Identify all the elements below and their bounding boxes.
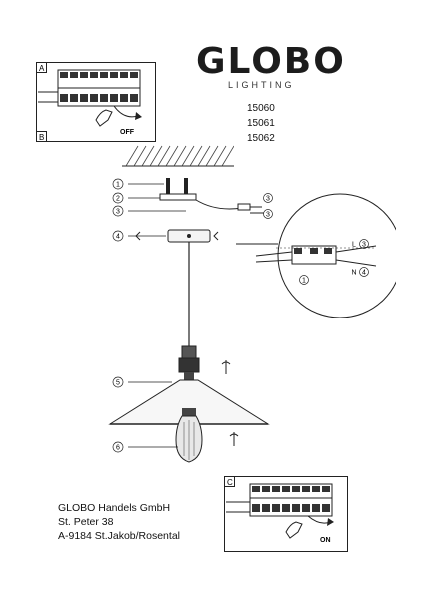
line-label: L [352,242,356,249]
detail-earth: 1 [302,278,306,285]
detail-label-3a: 3 [266,196,270,203]
model-number-2: 15061 [247,118,275,129]
detail-label-3b: 3 [266,212,270,219]
detail-label-3d: 4 [362,270,366,277]
panel-label-b: B [39,133,44,142]
model-number-1: 15060 [247,103,275,114]
fuse-panel-on: C ON [224,476,348,552]
callout-6: 6 [116,445,120,452]
callout-3: 3 [116,209,120,216]
panel-label-a: A [39,64,45,73]
address-city: A-9184 St.Jakob/Rosental [58,530,180,542]
callout-2: 2 [116,196,120,203]
off-label: OFF [120,129,135,136]
panel-label-c: C [227,478,233,487]
callout-5: 5 [116,380,120,387]
callout-1: 1 [116,182,120,189]
address-company: GLOBO Handels GmbH [58,502,171,514]
brand-logo: GLOBO [196,41,346,82]
ceiling [122,145,234,167]
on-label: ON [320,537,331,544]
wiring-detail: 3 3 3 4 1 L N [236,193,396,318]
callout-4: 4 [116,234,120,241]
model-number-3: 15062 [247,133,275,144]
address-street: St. Peter 38 [58,516,114,528]
fuse-panel-off: A B OFF [36,62,156,142]
callouts-left: 1 2 3 4 5 6 [112,178,124,453]
lamp-assembly [108,178,270,463]
detail-label-3c: 3 [362,242,366,249]
brand-sublogo: LIGHTING [228,80,295,90]
neutral-label: N [351,270,356,277]
